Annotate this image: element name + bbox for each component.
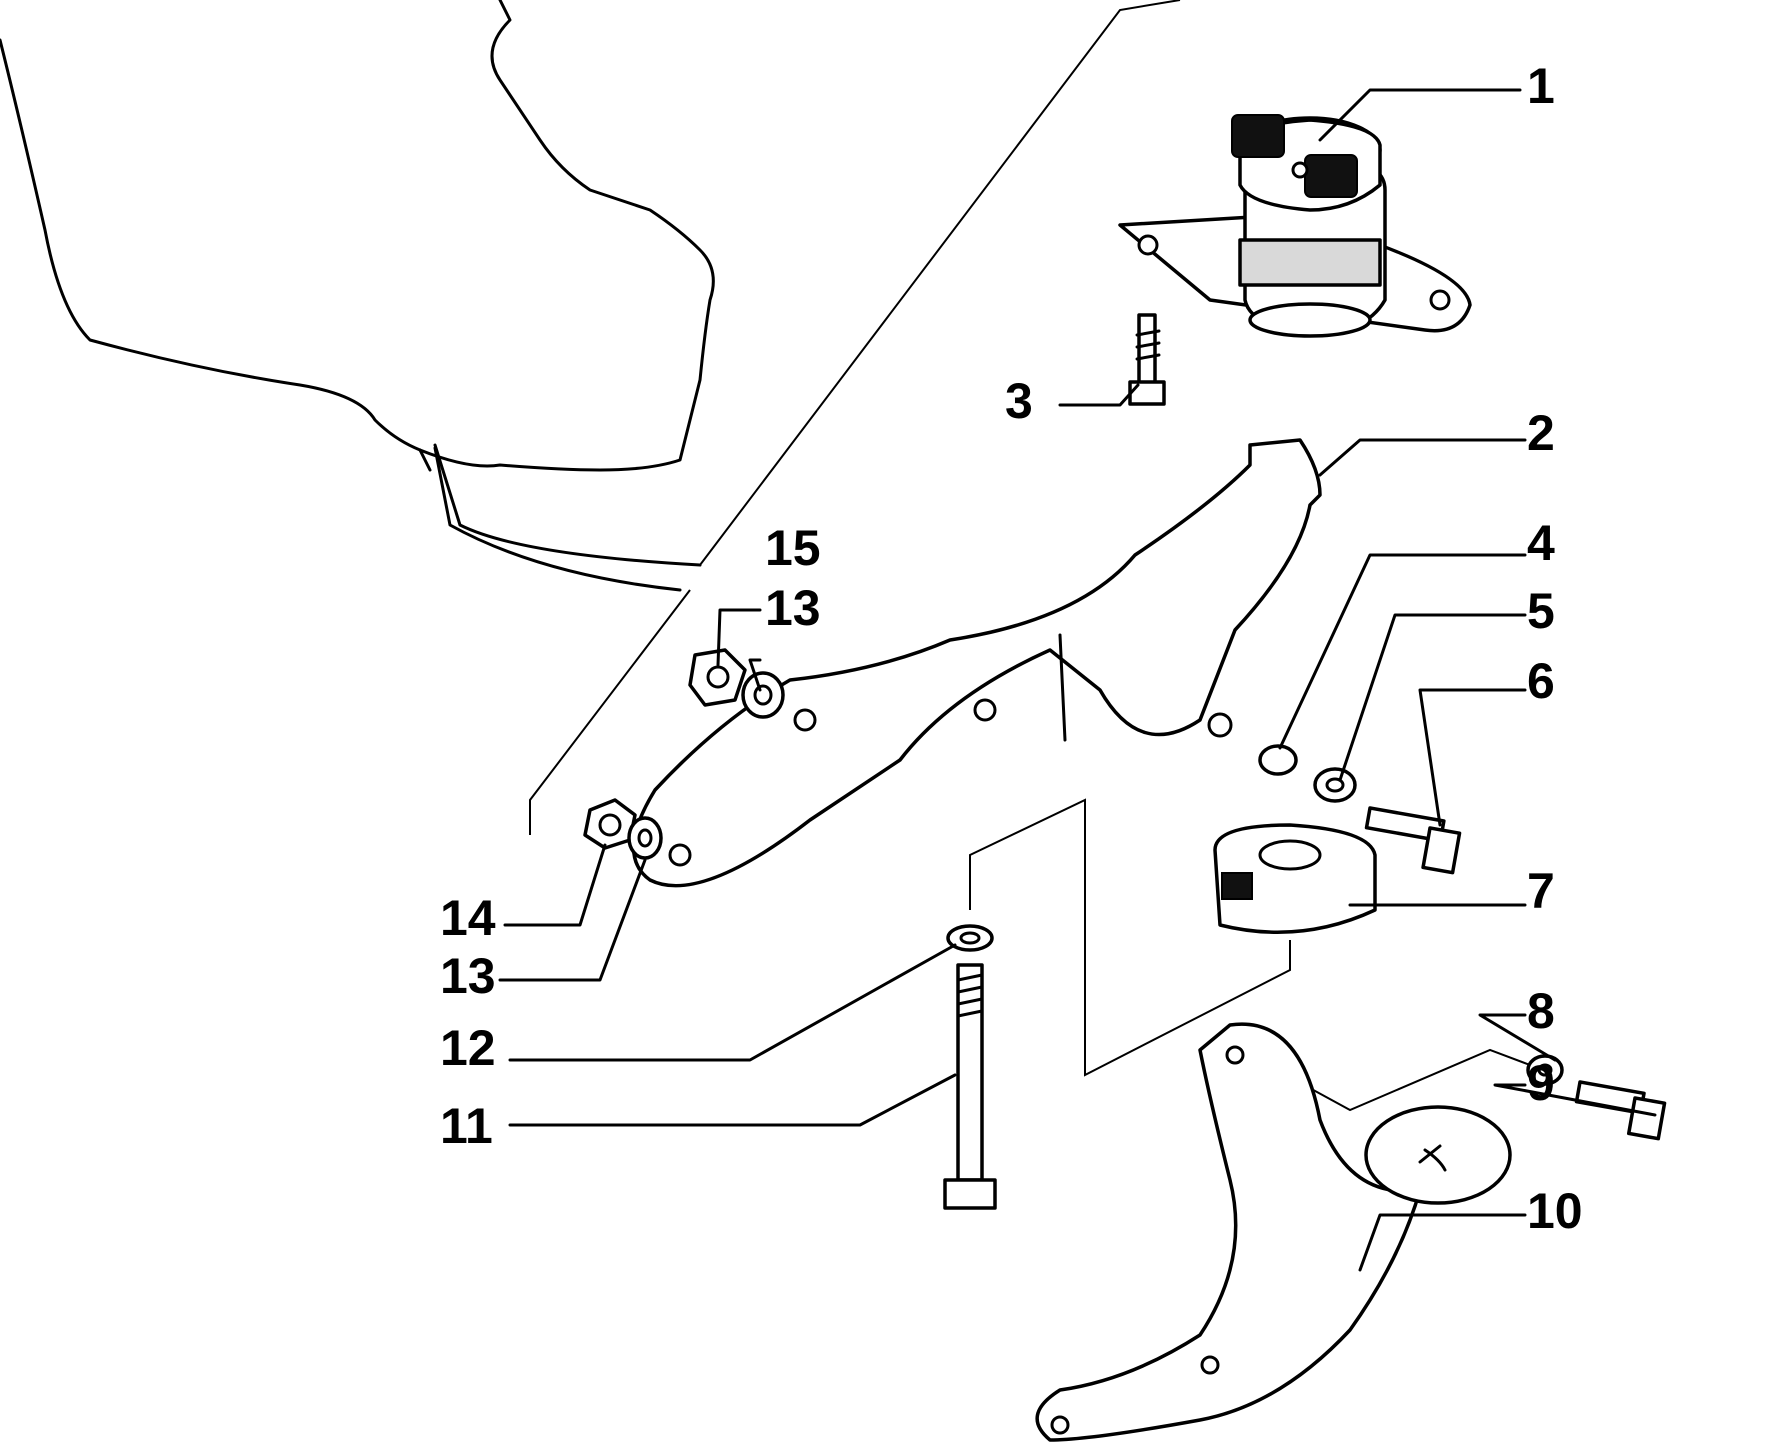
part-2-link-arm <box>631 438 1322 888</box>
part-11-long-bolt <box>943 963 997 1210</box>
callout-11: 11 <box>440 1098 493 1154</box>
callout-2: 2 <box>1527 405 1555 461</box>
part-4-spring-washer <box>1258 744 1298 776</box>
callout-10: 10 <box>1527 1183 1583 1239</box>
part-8-washer <box>1526 1054 1564 1086</box>
part-3-bolt <box>1128 313 1166 406</box>
callout-13-upper: 13 <box>765 580 821 636</box>
callout-3: 3 <box>1005 373 1033 429</box>
part-15-nut <box>688 648 747 707</box>
callout-5: 5 <box>1527 583 1555 639</box>
callout-15: 15 <box>765 520 821 576</box>
callout-1: 1 <box>1527 58 1555 114</box>
callout-7: 7 <box>1527 863 1555 919</box>
part-13-washer-upper <box>741 671 785 719</box>
engine-outline <box>0 0 715 592</box>
leader-lines <box>498 88 1657 1272</box>
callout-6: 6 <box>1527 653 1555 709</box>
part-12-washer <box>946 924 994 952</box>
part-6-bolt <box>1364 806 1462 875</box>
part-5-washer <box>1313 767 1357 803</box>
callout-13-lower: 13 <box>440 948 496 1004</box>
part-10-support-bracket <box>1035 1022 1512 1442</box>
callout-14: 14 <box>440 890 496 946</box>
callout-labels: 1 2 3 4 5 6 7 8 9 10 11 12 13 13 14 15 <box>440 58 1583 1239</box>
part-13-washer-lower <box>627 816 663 860</box>
part-7-rubber-bush <box>1213 823 1377 934</box>
callout-4: 4 <box>1527 515 1555 571</box>
part-9-bolt <box>1574 1080 1667 1141</box>
callout-12: 12 <box>440 1020 496 1076</box>
callout-8: 8 <box>1527 983 1555 1039</box>
callout-9: 9 <box>1527 1055 1555 1111</box>
part-1-engine-mount <box>1118 114 1472 338</box>
